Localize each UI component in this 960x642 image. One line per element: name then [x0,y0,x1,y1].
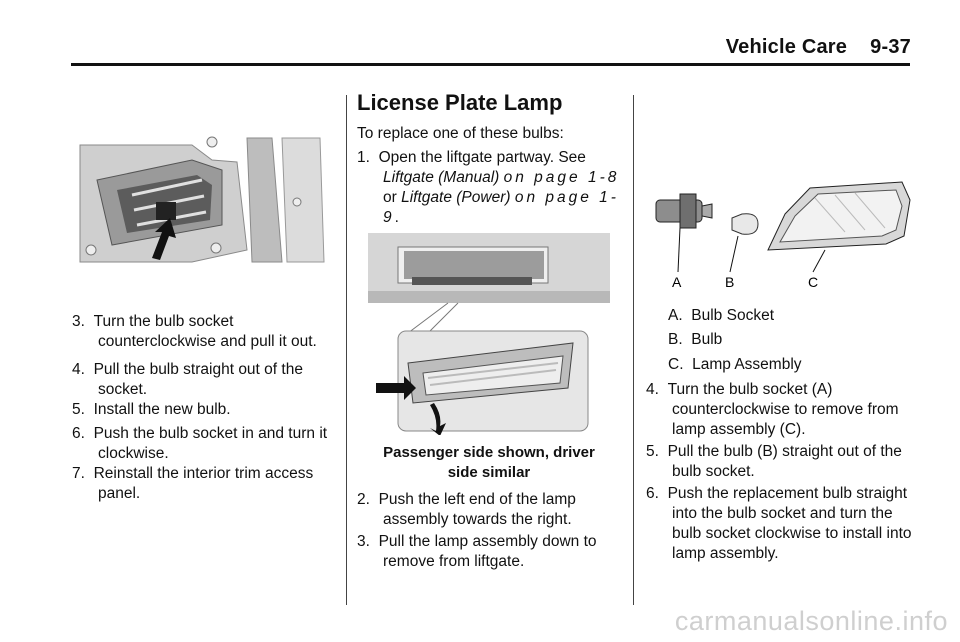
liftgate-manual-link[interactable]: Liftgate (Manual) [383,169,500,186]
list-item: 4. Turn the bulb socket (A) counterclock… [646,381,899,438]
license-plate-lamp-illustration [368,233,610,436]
list-item: 6. Push the replacement bulb straight in… [646,485,912,562]
section-title: Vehicle Care [725,36,848,58]
page-number: 9-37 [870,36,911,58]
label-b: B [725,274,734,290]
page-header-title: Vehicle Care 9-37 [726,36,911,59]
list-item: 2. Push the left end of the lamp assembl… [357,491,576,528]
liftgate-manual-page-ref[interactable]: on page 1-8 [503,169,620,186]
bulb-socket-illustration [72,130,328,268]
label-c: C [808,274,818,290]
list-item: 5. Install the new bulb. [72,401,231,418]
intro-text: To replace one of these bulbs: [357,125,564,142]
section-heading: License Plate Lamp [357,90,563,115]
legend-item: A. Bulb Socket [668,307,774,324]
list-item: 5. Pull the bulb (B) straight out of the… [646,443,902,480]
column-divider-left [346,95,347,605]
legend-item: B. Bulb [668,331,723,348]
legend-item: C. Lamp Assembly [668,356,802,373]
liftgate-power-link[interactable]: Liftgate (Power) [401,189,511,206]
column-divider-right [633,95,634,605]
bulb-socket-parts-illustration: A B C [650,180,914,292]
header-rule [71,63,910,66]
watermark: carmanualsonline.info [674,606,948,636]
list-item: 1. Open the liftgate partway. See Liftga… [357,149,620,226]
label-a: A [672,274,682,290]
page-header: Vehicle Care 9-37 [0,0,960,70]
list-item: 3. Turn the bulb socket counterclockwise… [72,313,317,350]
figure-caption: Passenger side shown, driver side simila… [383,444,595,481]
list-item: 6. Push the bulb socket in and turn it c… [72,425,328,462]
list-item: 3. Pull the lamp assembly down to remove… [357,533,597,570]
list-item: 4. Pull the bulb straight out of the soc… [72,361,303,398]
liftgate-power-page-ref[interactable]: on page 1-9 [383,189,619,226]
list-item: 7. Reinstall the interior trim access pa… [72,465,314,502]
